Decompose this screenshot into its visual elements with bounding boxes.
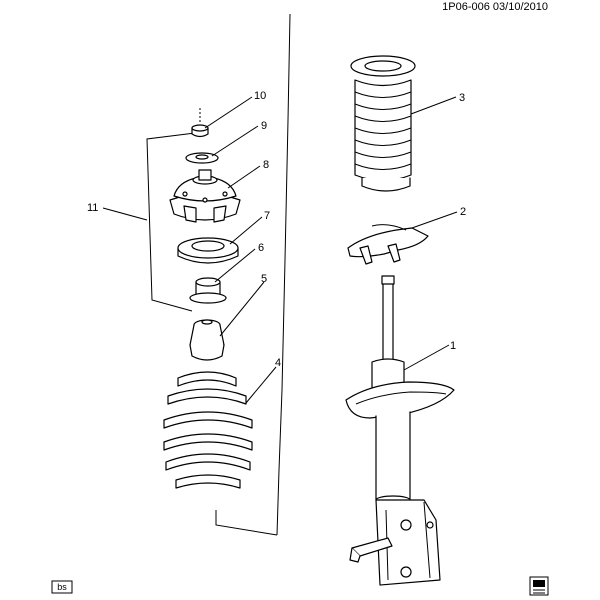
callout-9: 9	[211, 120, 267, 157]
callout-label-10: 10	[254, 90, 266, 102]
callout-4: 4	[245, 357, 281, 404]
callout-8: 8	[227, 159, 269, 189]
callout-3: 3	[410, 92, 465, 115]
part-washer	[185, 152, 219, 164]
callout-6: 6	[214, 242, 264, 283]
assembly-guide-line	[215, 13, 291, 536]
footer-tag-label: bs	[57, 582, 67, 592]
callout-label-1: 1	[450, 340, 456, 352]
part-coil-spring	[163, 371, 253, 489]
part-upper-mount	[169, 169, 241, 223]
callout-label-4: 4	[275, 357, 281, 369]
callout-label-2: 2	[460, 206, 466, 218]
callout-5: 5	[219, 273, 267, 337]
callout-11: 11	[87, 202, 148, 221]
callout-2: 2	[411, 206, 466, 229]
group-bracket-11	[146, 132, 196, 312]
callout-7: 7	[229, 210, 270, 245]
part-spacer	[189, 277, 227, 304]
part-dust-boot	[350, 55, 416, 192]
footer-tag: bs	[51, 580, 73, 594]
callout-label-6: 6	[258, 242, 264, 254]
callout-label-7: 7	[264, 210, 270, 222]
callout-label-11: 11	[87, 202, 98, 214]
callout-label-3: 3	[459, 92, 465, 104]
gm-parts-logo-icon	[529, 576, 549, 596]
callout-label-8: 8	[263, 159, 269, 171]
part-nut	[191, 108, 209, 138]
part-spring-seat	[347, 224, 429, 265]
part-strut-assembly	[345, 275, 455, 586]
callout-label-9: 9	[261, 120, 267, 132]
callout-10: 10	[204, 90, 266, 129]
callout-1: 1	[403, 340, 456, 371]
part-bearing	[177, 237, 239, 264]
diagram-id-label: 1P06-006 03/10/2010	[442, 1, 548, 13]
part-bumper	[189, 319, 225, 361]
callout-label-5: 5	[261, 273, 267, 285]
